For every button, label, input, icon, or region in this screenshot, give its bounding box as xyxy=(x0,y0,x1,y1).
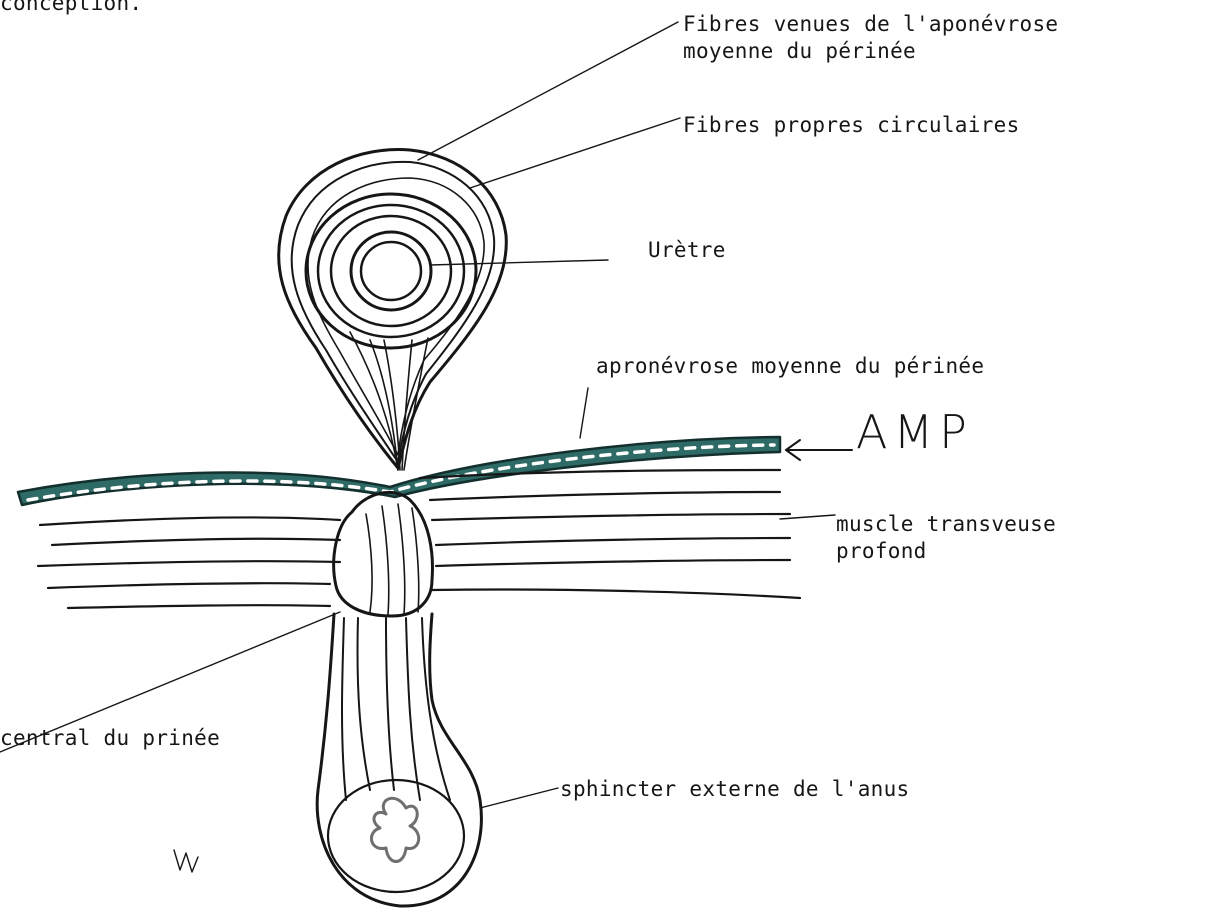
leader-lines xyxy=(0,22,835,808)
corner-mark xyxy=(174,850,198,872)
label-sphincter: sphincter externe de l'anus xyxy=(560,776,909,803)
anal-sphincter xyxy=(317,614,481,906)
label-centre: central du prinée xyxy=(0,725,220,752)
perineal-body xyxy=(334,492,433,616)
label-muscle-line-2: profond xyxy=(836,538,1056,565)
label-fibres-aponevrose: Fibres venues de l'aponévrose moyenne du… xyxy=(683,11,1058,65)
amp-arrow xyxy=(786,440,852,460)
label-muscle: muscle transveuse profond xyxy=(836,511,1056,565)
label-apronevrose: apronévrose moyenne du périnée xyxy=(596,353,984,380)
label-muscle-line-1: muscle transveuse xyxy=(836,511,1056,538)
label-uretre: Urètre xyxy=(648,237,726,264)
label-fibres-circulaires: Fibres propres circulaires xyxy=(683,112,1020,139)
top-caption-fragment: conception. xyxy=(0,0,142,17)
label-fibres-aponevrose-line-2: moyenne du périnée xyxy=(683,38,1058,65)
label-abbreviation: AMP xyxy=(856,402,973,462)
urethra-rings xyxy=(306,194,476,348)
label-fibres-aponevrose-line-1: Fibres venues de l'aponévrose xyxy=(683,11,1058,38)
